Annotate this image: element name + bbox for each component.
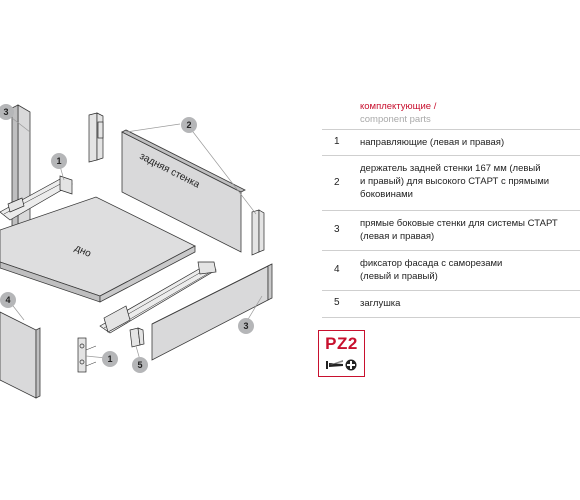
right-side-wall [151,263,273,361]
callout-number: 3 [243,321,248,331]
part-row: 4 фиксатор фасада с саморезами (левый и … [322,251,580,291]
part-row: 2 держатель задней стенки 167 мм (левый … [322,156,580,211]
part-number: 4 [334,264,340,275]
callout-3-right: 3 [238,318,254,334]
left-rail [0,175,73,221]
callout-1-bottom: 1 [102,351,118,367]
part-description-line: (левая и правая) [360,231,435,242]
callout-number: 5 [137,360,142,370]
callout-number: 1 [107,354,112,364]
bottom-board [0,196,196,303]
callout-number: 2 [186,120,191,130]
component-parts-table: комплектующие / component parts 1 направ… [322,101,580,318]
back-wall-holder-left [88,112,104,163]
callout-1-top: 1 [51,153,67,169]
badge-text: PZ2 [325,334,358,353]
cap [129,327,145,348]
part-description: держатель задней стенки 167 мм (левый и … [360,156,580,210]
callout-2: 2 [181,117,197,133]
callout-number: 3 [3,107,8,117]
part-description-line: заглушка [360,298,401,309]
part-number: 3 [334,224,340,235]
part-description: направляющие (левая и правая) [360,130,580,155]
part-description: фиксатор фасада с саморезами (левый и пр… [360,251,580,290]
part-description-line: держатель задней стенки 167 мм (левый [360,163,541,174]
screwdriver-phillips-icon [326,359,357,371]
front-facade [0,311,41,399]
part-row: 1 направляющие (левая и правая) [322,130,580,156]
part-description: прямые боковые стенки для системы СТАРТ … [360,211,580,250]
part-number: 5 [334,297,340,308]
callout-5: 5 [132,357,148,373]
part-description: заглушка [360,291,580,317]
facade-fixator [77,337,97,373]
parts-list: 1 направляющие (левая и правая) 2 держат… [322,129,580,318]
right-rail [99,261,217,334]
pz2-screwdriver-badge: PZ2 [318,330,365,377]
part-description-line: (левый и правый) [360,271,438,282]
part-row: 3 прямые боковые стенки для системы СТАР… [322,211,580,251]
back-wall-holder-right [251,209,265,256]
back-wall-panel [121,129,246,253]
callout-3-left: 3 [0,104,14,120]
part-description-line: фиксатор фасада с саморезами [360,258,503,269]
part-description-line: боковинами [360,189,413,200]
parts-header-ru: комплектующие / [360,101,437,112]
callout-number: 4 [5,295,10,305]
callout-number: 1 [56,156,61,166]
part-number: 2 [334,177,340,188]
part-description-line: направляющие (левая и правая) [360,137,505,148]
parts-header-en: component parts [360,114,431,125]
part-number: 1 [334,136,340,147]
callout-4: 4 [0,292,16,308]
part-description-line: прямые боковые стенки для системы СТАРТ [360,218,558,229]
part-row: 5 заглушка [322,291,580,318]
part-description-line: и правый) для высокого СТАРТ с прямыми [360,176,550,187]
